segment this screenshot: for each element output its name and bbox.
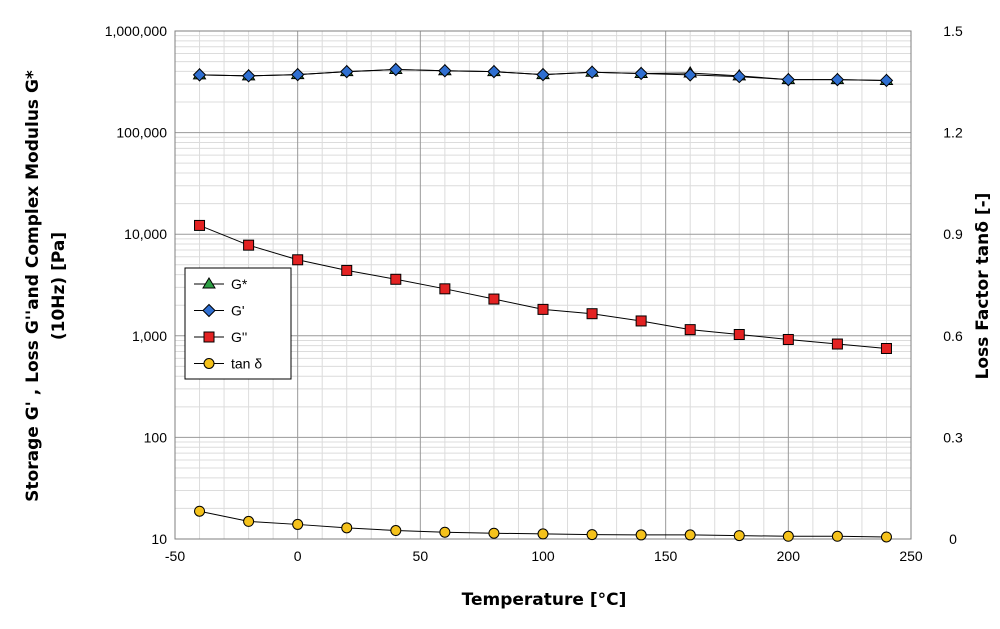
series-1-point	[879, 73, 894, 88]
legend-label: G*	[231, 276, 248, 292]
series-3-point	[880, 531, 892, 543]
y-axis-title-line2: (10Hz) [Pa]	[49, 232, 69, 340]
series-1-point	[438, 64, 452, 78]
series-layer	[192, 62, 894, 543]
y2-tick-label: 1.2	[943, 125, 963, 141]
series-3	[194, 505, 892, 543]
y2-tick-label: 0.9	[943, 226, 963, 242]
series-2-point	[439, 283, 451, 295]
series-2	[194, 219, 892, 354]
x-axis-title: Temperature [°C]	[462, 590, 627, 610]
series-3-point	[733, 530, 745, 542]
series-2-point	[733, 328, 745, 340]
x-tick-label: 50	[413, 548, 429, 564]
y-tick-label: 10	[151, 531, 167, 547]
x-tick-label: 0	[294, 548, 302, 564]
legend-swatch-marker	[203, 358, 215, 369]
series-1-point	[290, 67, 305, 82]
y-tick-labels: 10 100 1,000 10,000 100,000 1,000,000	[105, 23, 168, 547]
series-3-point	[390, 525, 402, 537]
series-2-point	[684, 324, 696, 336]
series-1-point	[389, 62, 403, 77]
series-3-point	[586, 529, 598, 541]
series-2-point	[341, 264, 353, 276]
x-tick-label: 100	[531, 548, 555, 564]
series-2-point	[586, 308, 598, 320]
series-1-point	[683, 68, 697, 82]
series-2-point	[782, 333, 794, 345]
x-tick-labels: -50 0 50 100 150 200 250	[165, 548, 923, 564]
series-1-point	[487, 64, 501, 79]
y-tick-label: 1,000	[132, 328, 167, 344]
series-3-point	[782, 530, 794, 542]
y-tick-label: 100,000	[116, 125, 167, 141]
legend-swatch-marker	[203, 331, 215, 343]
y2-tick-label: 1.5	[943, 23, 963, 39]
series-2-point	[292, 254, 304, 266]
series-3-point	[537, 528, 549, 540]
series-2-point	[488, 293, 500, 305]
series-1-point	[732, 69, 746, 84]
series-1	[192, 62, 894, 88]
legend-swatch-marker	[202, 303, 216, 318]
series-3-point	[684, 529, 696, 541]
x-tick-label: 200	[777, 548, 801, 564]
series-2-point	[880, 342, 892, 354]
series-1-point	[830, 72, 845, 87]
y2-tick-label: 0	[949, 531, 957, 547]
series-2-point	[537, 303, 549, 315]
series-1-point	[340, 64, 354, 79]
series-2-point	[243, 239, 255, 251]
series-1-point	[241, 69, 256, 83]
series-3-point	[194, 505, 206, 517]
y-tick-label: 100	[144, 429, 168, 445]
y-axis-title-line1: Storage G' , Loss G''and Complex Modulus…	[23, 70, 43, 502]
series-3-point	[635, 529, 647, 541]
series-3-point	[439, 526, 451, 538]
series-2-point	[635, 315, 647, 327]
x-tick-label: 250	[899, 548, 923, 564]
series-1-point	[781, 72, 796, 87]
legend-label: tan δ	[231, 356, 262, 372]
x-tick-label: -50	[165, 548, 185, 564]
y2-tick-labels: 0 0.3 0.6 0.9 1.2 1.5	[943, 23, 963, 547]
series-3-point	[831, 530, 843, 542]
series-2-point	[194, 219, 206, 231]
series-3-point	[243, 515, 255, 527]
legend-label: G''	[231, 329, 247, 345]
y2-axis-title: Loss Factor tanδ [-]	[973, 193, 993, 380]
series-3-point	[488, 527, 500, 539]
series-1-point	[634, 66, 648, 81]
series-2-point	[390, 273, 402, 285]
series-3-point	[292, 518, 304, 530]
y-tick-label: 10,000	[124, 226, 167, 242]
legend-label: G'	[231, 303, 245, 319]
x-tick-label: 150	[654, 548, 678, 564]
series-1-point	[192, 68, 207, 82]
y-tick-label: 1,000,000	[105, 23, 167, 39]
series-2-point	[831, 338, 843, 350]
series-3-point	[341, 522, 353, 534]
legend-swatch-marker	[202, 277, 216, 289]
legend: G* G' G'' tan δ	[184, 267, 292, 380]
series-1-point	[536, 67, 550, 82]
y2-tick-label: 0.3	[943, 429, 963, 445]
legend-box	[184, 267, 292, 380]
series-1-point	[585, 65, 599, 79]
y2-tick-label: 0.6	[943, 328, 963, 344]
